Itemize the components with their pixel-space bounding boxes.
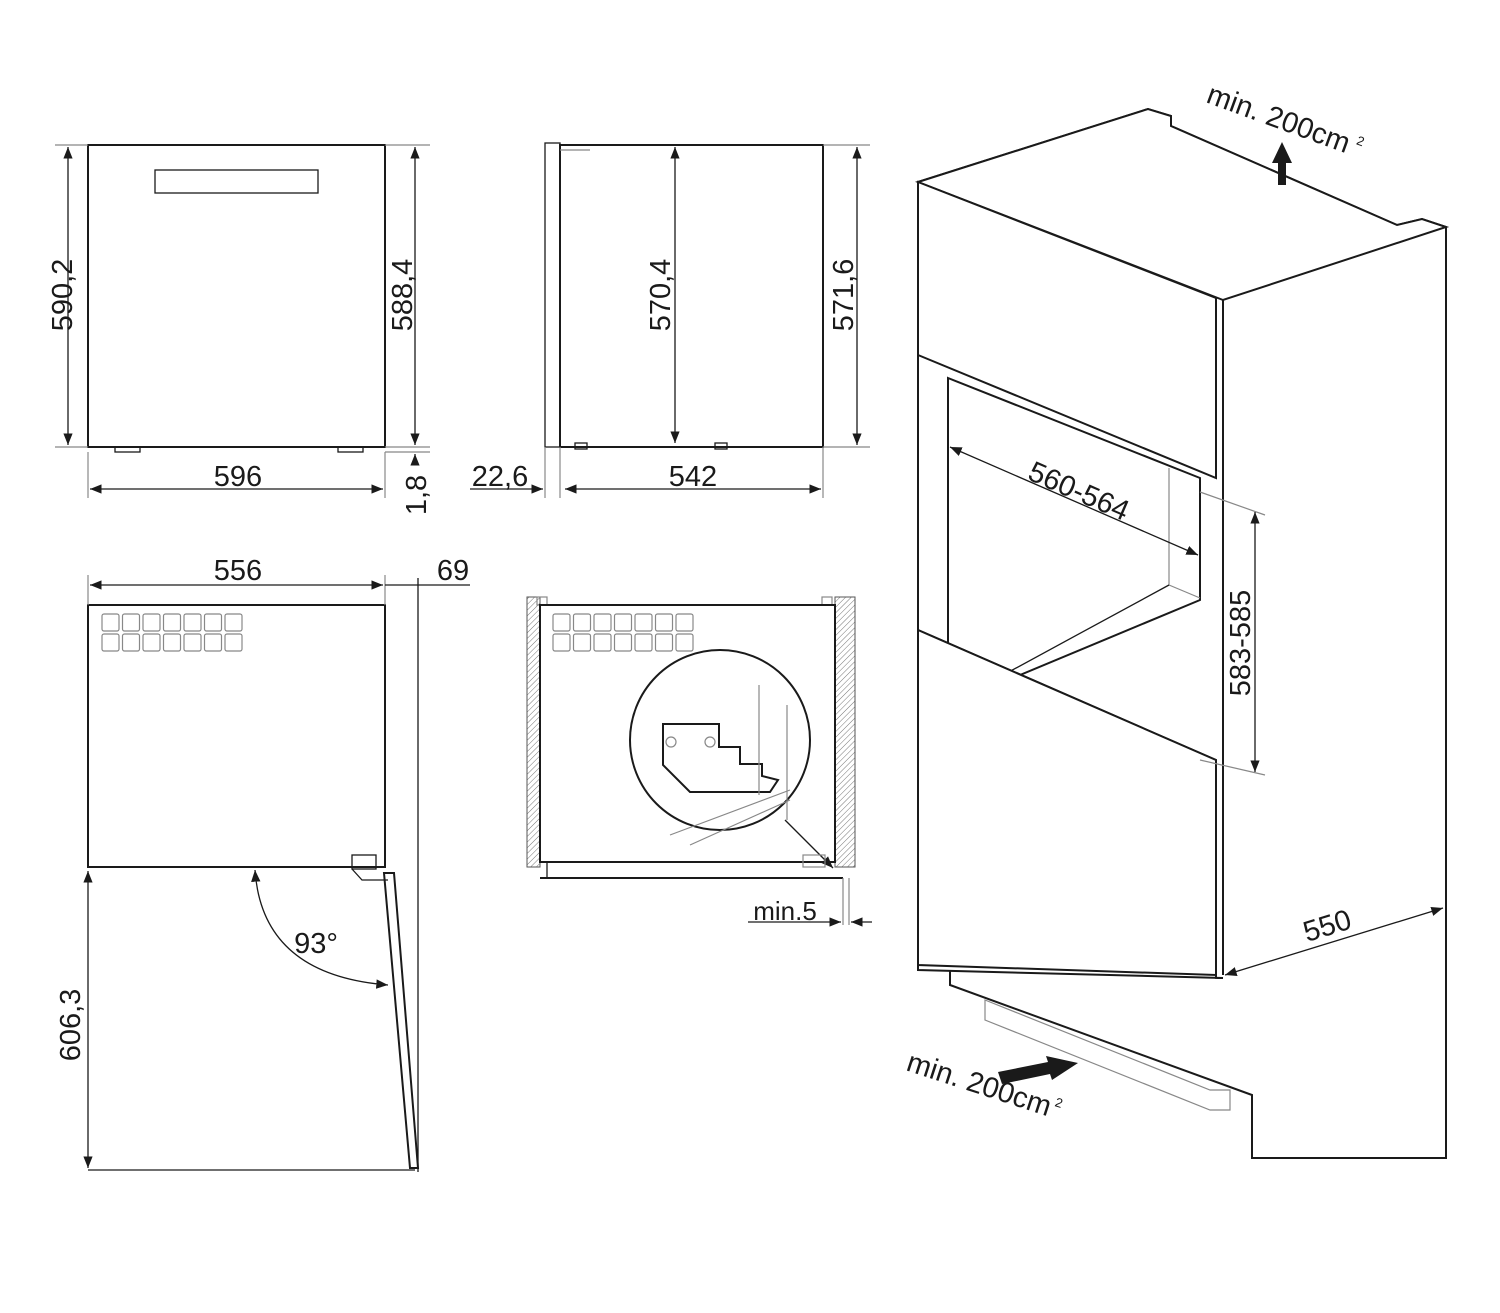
niche-height-label: 583-585 — [1225, 590, 1257, 696]
vent-slot — [572, 633, 592, 652]
gap-label: min.5 — [753, 896, 817, 926]
detail-view: min.5 — [526, 596, 872, 927]
vent-slot — [101, 613, 120, 632]
air-out-arrow-icon — [1272, 142, 1292, 185]
hinge-bracket — [662, 723, 780, 793]
appliance-top — [87, 604, 386, 868]
door-swing-depth-label: 606,3 — [55, 989, 87, 1062]
foot — [114, 446, 141, 453]
hinge-detail-magnifier — [629, 649, 811, 831]
vent-slot — [142, 633, 161, 652]
vent-slot — [675, 633, 694, 652]
vent-slot — [654, 613, 674, 632]
vent-slot — [203, 613, 223, 632]
vent-slot — [675, 613, 694, 632]
vent-slot — [101, 633, 120, 652]
width-label: 556 — [214, 555, 262, 587]
appliance-side — [559, 144, 824, 448]
vent-slot — [654, 633, 674, 652]
foot-gap-label: 1,8 — [401, 475, 433, 515]
door-angle-arc — [251, 869, 389, 989]
bottom-vent-grille — [984, 999, 1231, 1111]
front-thickness-label: 22,6 — [472, 461, 528, 493]
door-offset-label: 69 — [437, 555, 469, 587]
vent-slot — [613, 633, 633, 652]
front-panel — [544, 142, 561, 448]
vent-slot — [224, 633, 243, 652]
side-view: 570,4 571,6 542 22,6 — [470, 142, 870, 498]
vent-slot — [162, 613, 182, 632]
top-view: 556 69 93° 606,3 — [55, 555, 470, 1172]
installation-view: 583-585 560-564 550 min. 200cm2 min. 200… — [903, 79, 1450, 1159]
vent-slot — [162, 633, 182, 652]
vent-grid — [552, 613, 694, 652]
height-left-label: 590,2 — [47, 259, 79, 332]
upper-panel — [917, 180, 1217, 480]
vent-slot — [552, 633, 571, 652]
depth-label: 542 — [669, 461, 717, 493]
vent-slot — [183, 613, 202, 632]
vent-slot — [613, 613, 633, 632]
vent-slot — [552, 613, 571, 632]
vent-slot — [634, 613, 653, 632]
vent-slot — [593, 613, 612, 632]
vent-slot — [183, 633, 202, 652]
air-in-arrow-icon — [998, 1056, 1078, 1084]
control-panel-display — [154, 169, 319, 194]
vent-slot — [634, 633, 653, 652]
vent-slot — [142, 613, 161, 632]
height-right-label: 588,4 — [387, 259, 419, 332]
door-angle-label: 93° — [294, 928, 338, 960]
appliance-in-niche — [539, 604, 836, 863]
vent-slot — [224, 613, 243, 632]
vent-slot — [121, 613, 141, 632]
vent-grid — [101, 613, 243, 652]
front-view: 590,2 588,4 1,8 596 — [47, 144, 433, 515]
door-open — [382, 872, 420, 1169]
total-height-label: 571,6 — [828, 259, 860, 332]
vent-slot — [593, 633, 612, 652]
vent-slot — [121, 633, 141, 652]
cabinet-top — [914, 107, 1450, 302]
vent-slot — [572, 613, 592, 632]
foot — [337, 446, 364, 453]
vent-slot — [203, 633, 223, 652]
appliance-front — [87, 144, 386, 448]
width-label: 596 — [214, 461, 262, 493]
bottom-ventilation-label: min. 200cm2 — [903, 1046, 1065, 1126]
inner-height-label: 570,4 — [645, 259, 677, 332]
